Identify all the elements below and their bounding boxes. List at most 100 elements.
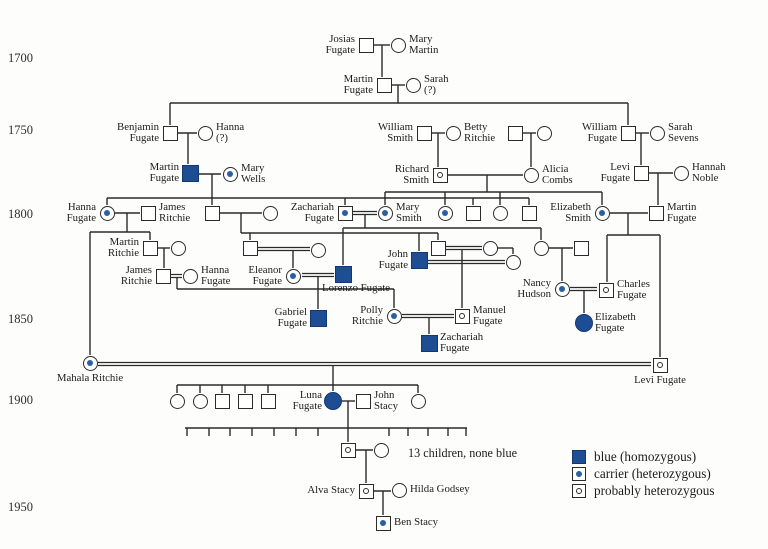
person-symbol-alva-stacy [358, 483, 374, 499]
person-symbol-unnamed-male-7 [573, 240, 589, 256]
person-label-martin-fugate-sr: Martin Fugate [343, 73, 373, 96]
person-symbol-martin-fugate-sr [376, 77, 392, 93]
person-label-nancy-hudson: Nancy Hudson [517, 277, 551, 300]
person-symbol-manuel-fugate [454, 308, 470, 324]
person-symbol-unnamed-male-4 [521, 205, 537, 221]
person-label-mary-martin: Mary Martin [409, 33, 439, 56]
person-symbol-nancy-hudson [554, 281, 570, 297]
legend-label-blue: blue (homozygous) [594, 449, 697, 464]
person-label-gabriel-fugate: Gabriel Fugate [274, 306, 307, 329]
carrier-dot-icon [382, 210, 388, 216]
person-symbol-gabriel-fugate [309, 309, 327, 327]
legend-item-probable: probably heterozygous [572, 483, 714, 499]
carrier-dot-icon [599, 210, 605, 216]
person-symbol-betty-ritchie [445, 125, 461, 141]
person-symbol-josias-fugate [358, 37, 374, 53]
person-symbol-james-ritchie [140, 205, 156, 221]
person-label-luna-fugate: Luna Fugate [292, 389, 322, 412]
person-symbol-unnamed-male-8 [214, 393, 230, 409]
thirteen-children-note: 13 children, none blue [408, 446, 517, 460]
person-label-james-ritchie-2: James Ritchie [120, 264, 152, 287]
person-label-hanna-fugate: Hanna Fugate [66, 201, 96, 224]
probable-dot-icon [363, 488, 369, 494]
person-symbol-zachariah-fugate [337, 205, 353, 221]
carrier-dot-icon [342, 210, 348, 216]
year-label-1700: 1700 [8, 51, 33, 65]
probable-dot-icon [437, 172, 443, 178]
person-label-levi-fugate-sr: Levi Fugate [600, 161, 630, 184]
person-label-benjamin-fugate: Benjamin Fugate [117, 121, 159, 144]
person-symbol-martin-ritchie [142, 240, 158, 256]
person-label-sarah: Sarah (?) [424, 73, 449, 96]
person-label-hanna-unknown: Hanna (?) [216, 121, 245, 144]
legend-label-carrier: carrier (heterozygous) [594, 466, 711, 481]
person-label-richard-smith: Richard Smith [394, 163, 429, 186]
carrier-dot-icon [290, 273, 296, 279]
person-label-martin-ritchie: Martin Ritchie [107, 236, 139, 259]
year-label-1750: 1750 [8, 123, 33, 137]
year-label-1900: 1900 [8, 393, 33, 407]
person-symbol-levi-fugate-sr [633, 165, 649, 181]
person-symbol-unnamed-female-1 [536, 125, 552, 141]
person-label-mahala-ritchie: Mahala Ritchie [56, 372, 124, 384]
person-label-hannah-noble: Hannah Noble [692, 161, 726, 184]
person-label-john-stacy: John Stacy [374, 389, 398, 412]
person-symbol-ben-stacy [375, 515, 391, 531]
probable-dot-icon [345, 447, 351, 453]
year-label-1800: 1800 [8, 207, 33, 221]
person-symbol-zachariah-fugate-2 [420, 334, 438, 352]
person-label-elizabeth-fugate: Elizabeth Fugate [595, 311, 636, 334]
probably-heterozygous-square-icon [572, 484, 586, 498]
person-symbol-levi-fugate [652, 357, 668, 373]
year-label-1850: 1850 [8, 312, 33, 326]
person-label-mary-smith: Mary Smith [396, 201, 422, 224]
person-symbol-eleanor-fugate [285, 268, 301, 284]
person-symbol-unnamed-female-12 [410, 393, 426, 409]
person-symbol-elizabeth-fugate [575, 314, 593, 332]
carrier-dot-icon [559, 286, 565, 292]
person-symbol-unnamed-female-10 [169, 393, 185, 409]
carrier-dot-icon [391, 313, 397, 319]
person-symbol-sarah [405, 77, 421, 93]
person-label-hanna-fugate-2: Hanna Fugate [201, 264, 231, 287]
carrier-dot-icon [380, 520, 386, 526]
person-symbol-hanna-fugate [99, 205, 115, 221]
person-label-charles-fugate: Charles Fugate [617, 278, 650, 301]
person-label-polly-ritchie: Polly Ritchie [351, 304, 383, 327]
person-label-hilda-godsey: Hilda Godsey [410, 483, 470, 495]
legend-item-blue: blue (homozygous) [572, 449, 696, 465]
person-symbol-unnamed-female-11 [192, 393, 208, 409]
person-symbol-unnamed-female-7 [482, 240, 498, 256]
person-symbol-unnamed-male-2 [204, 205, 220, 221]
carrier-dot-icon [104, 210, 110, 216]
person-symbol-luna-fugate [324, 392, 342, 410]
blue-homozygous-square-icon [572, 450, 586, 464]
person-symbol-william-smith [416, 125, 432, 141]
person-symbol-unnamed-female-8 [505, 254, 521, 270]
person-symbol-hannah-noble [673, 165, 689, 181]
person-label-mary-wells: Mary Wells [241, 162, 266, 185]
person-label-eleanor-fugate: Eleanor Fugate [248, 264, 282, 287]
person-symbol-mary-martin [390, 37, 406, 53]
person-label-levi-fugate: Levi Fugate [634, 374, 686, 386]
legend-item-carrier: carrier (heterozygous) [572, 466, 711, 482]
person-label-william-fugate: William Fugate [582, 121, 617, 144]
person-symbol-benjamin-fugate [162, 125, 178, 141]
person-symbol-unnamed-male-6 [430, 240, 446, 256]
person-label-martin-fugate-2: Martin Fugate [667, 201, 697, 224]
person-symbol-unnamed-male-5 [242, 240, 258, 256]
person-symbol-mary-smith [377, 205, 393, 221]
person-label-lorenzo-fugate: Lorenzo Fugate [322, 282, 391, 294]
person-symbol-unnamed-female-5 [170, 240, 186, 256]
person-symbol-elizabeth-smith [594, 205, 610, 221]
person-symbol-alicia-combs [523, 167, 539, 183]
probable-dot-icon [459, 313, 465, 319]
person-label-zachariah-fugate-2: Zachariah Fugate [440, 331, 484, 354]
carrier-dot-icon [87, 360, 93, 366]
person-symbol-sarah-sevens [649, 125, 665, 141]
person-symbol-unnamed-male-11 [340, 442, 356, 458]
person-label-alicia-combs: Alicia Combs [542, 163, 573, 186]
person-symbol-hanna-fugate-2 [182, 268, 198, 284]
